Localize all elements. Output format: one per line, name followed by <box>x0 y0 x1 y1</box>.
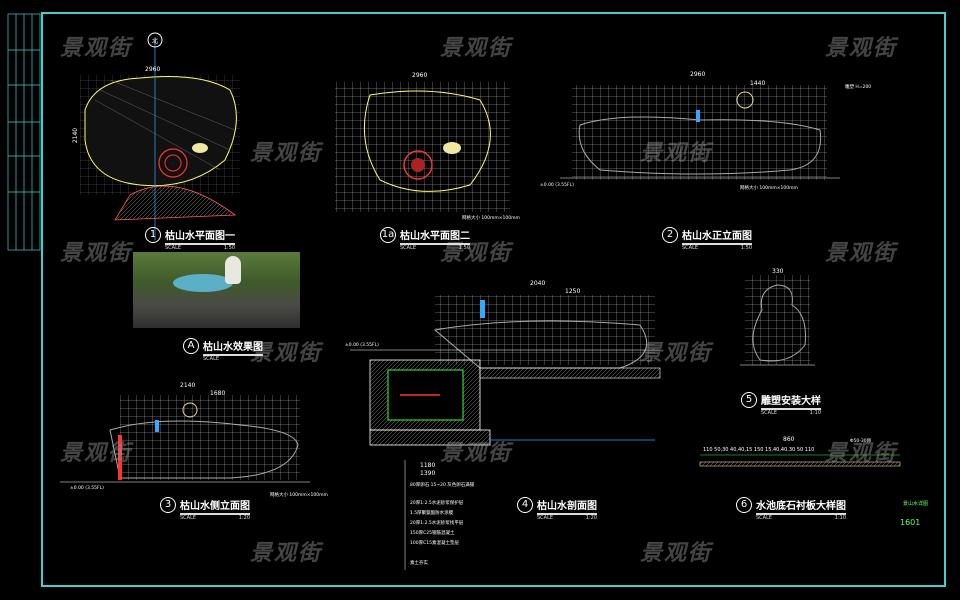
dimension: 2140 <box>72 127 80 144</box>
sheet-frame <box>41 12 946 587</box>
drawing-number: 1a <box>380 227 396 243</box>
scale-label: SCALE <box>537 515 554 521</box>
drawing-number: 5 <box>741 392 757 408</box>
dimension: 110 50,30 40,40,15 150 15,40,40,30 50 11… <box>703 447 815 453</box>
drawing-name: 枯山水平面图二 <box>400 227 470 245</box>
dimension: 2140 <box>180 382 196 389</box>
watermark: 景观街 <box>250 541 323 566</box>
drawing-name: 枯山水正立面图 <box>682 227 752 245</box>
drawing-number: A <box>183 338 199 354</box>
drawing-number: 2 <box>662 227 678 243</box>
scale-label: SCALE <box>761 410 778 416</box>
drawing-name: 雕塑安装大样 <box>761 392 821 410</box>
scale-label: SCALE <box>682 245 699 251</box>
plan-1a <box>335 82 510 212</box>
section-4 <box>350 295 661 570</box>
dimension: 1680 <box>210 390 226 397</box>
watermark: 景观街 <box>60 36 133 61</box>
section-note: 素土夯实 <box>410 561 428 566</box>
scale-label: SCALE <box>180 515 197 521</box>
elevation-note: ±0.00 (3.55FL) <box>70 486 104 491</box>
scale-value: 1:10 <box>809 410 821 416</box>
grid-note: 网格大小 100mm×100mm <box>462 216 520 221</box>
section-note: 20厚1:2.5水泥砂浆保护层 <box>410 501 464 506</box>
section-note: 150厚C25钢筋混凝土 <box>410 531 455 536</box>
watermark: 景观街 <box>440 441 513 466</box>
watermark: 景观街 <box>250 341 323 366</box>
drawing-name: 枯山水剖面图 <box>537 497 597 515</box>
drawing-number: 1 <box>145 227 161 243</box>
watermark: 景观街 <box>825 36 898 61</box>
scale-label: SCALE <box>756 515 773 521</box>
elevation-2 <box>560 85 840 180</box>
section-note: 100厚C15素混凝土垫层 <box>410 541 459 546</box>
drawing-number: 6 <box>736 497 752 513</box>
effect-render-image <box>133 252 300 328</box>
dimension: 1180 <box>420 462 436 469</box>
scale-label: SCALE <box>165 245 182 251</box>
drawing-name: 枯山水平面图一 <box>165 227 235 245</box>
detail-6 <box>699 454 901 467</box>
dimension: 1250 <box>565 288 581 295</box>
elevation-note: ±0.00 (3.55FL) <box>345 343 379 348</box>
scale-value: 1:50 <box>458 245 470 251</box>
dimension: 330 <box>772 268 784 275</box>
detail-5 <box>740 275 815 366</box>
elevation-note: ±0.00 (3.55FL) <box>540 183 574 188</box>
scale-label: SCALE <box>400 245 417 251</box>
scale-label: SCALE <box>203 356 220 362</box>
elevation-3 <box>60 395 310 483</box>
section-note: 1.5厚聚氨酯防水涂膜 <box>410 511 454 516</box>
dimension: 1390 <box>420 470 436 477</box>
watermark: 景观街 <box>60 441 133 466</box>
watermark: 景观街 <box>640 341 713 366</box>
watermark: 景观街 <box>640 541 713 566</box>
drawing-name: 枯山水侧立面图 <box>180 497 250 515</box>
grid-note: 网格大小 100mm×100mm <box>270 493 328 498</box>
watermark: 景观街 <box>825 241 898 266</box>
watermark: 景观街 <box>640 141 713 166</box>
drawing-name: 水池底石衬板大样图 <box>756 497 846 515</box>
scale-value: 1:10 <box>834 515 846 521</box>
sheet-name: 景山水详图 <box>903 501 929 507</box>
drawing-number: 4 <box>517 497 533 513</box>
dimension: 2960 <box>412 72 428 79</box>
north-arrow-label: 北 <box>152 38 159 45</box>
watermark: 景观街 <box>825 441 898 466</box>
section-note: 20厚1:2.5水泥砂浆找平层 <box>410 521 464 526</box>
scale-value: 1:50 <box>223 245 235 251</box>
plan-1 <box>80 32 240 240</box>
watermark: 景观街 <box>440 36 513 61</box>
scale-value: 1:50 <box>740 245 752 251</box>
dimension: 2040 <box>530 280 546 287</box>
title-strip <box>7 13 41 251</box>
sheet-number: 1601 <box>900 518 921 527</box>
sculpture-note: 雕塑 H=200 <box>845 85 872 90</box>
dimension: 1440 <box>750 80 766 87</box>
watermark: 景观街 <box>440 241 513 266</box>
grid-note: 网格大小 100mm×100mm <box>740 186 798 191</box>
scale-value: 1:20 <box>238 515 250 521</box>
dimension: 2960 <box>145 66 161 73</box>
section-note: 80厚卵石 15~20 灰色卵石满铺 <box>410 483 475 488</box>
dimension: 860 <box>783 436 795 443</box>
watermark: 景观街 <box>60 241 133 266</box>
pebble-note: Φ50-30卵 <box>850 439 872 444</box>
dimension: 2960 <box>690 71 706 78</box>
scale-value: 1:20 <box>585 515 597 521</box>
watermark: 景观街 <box>250 141 323 166</box>
drawing-name: 枯山水效果图 <box>203 338 263 356</box>
drawing-number: 3 <box>160 497 176 513</box>
